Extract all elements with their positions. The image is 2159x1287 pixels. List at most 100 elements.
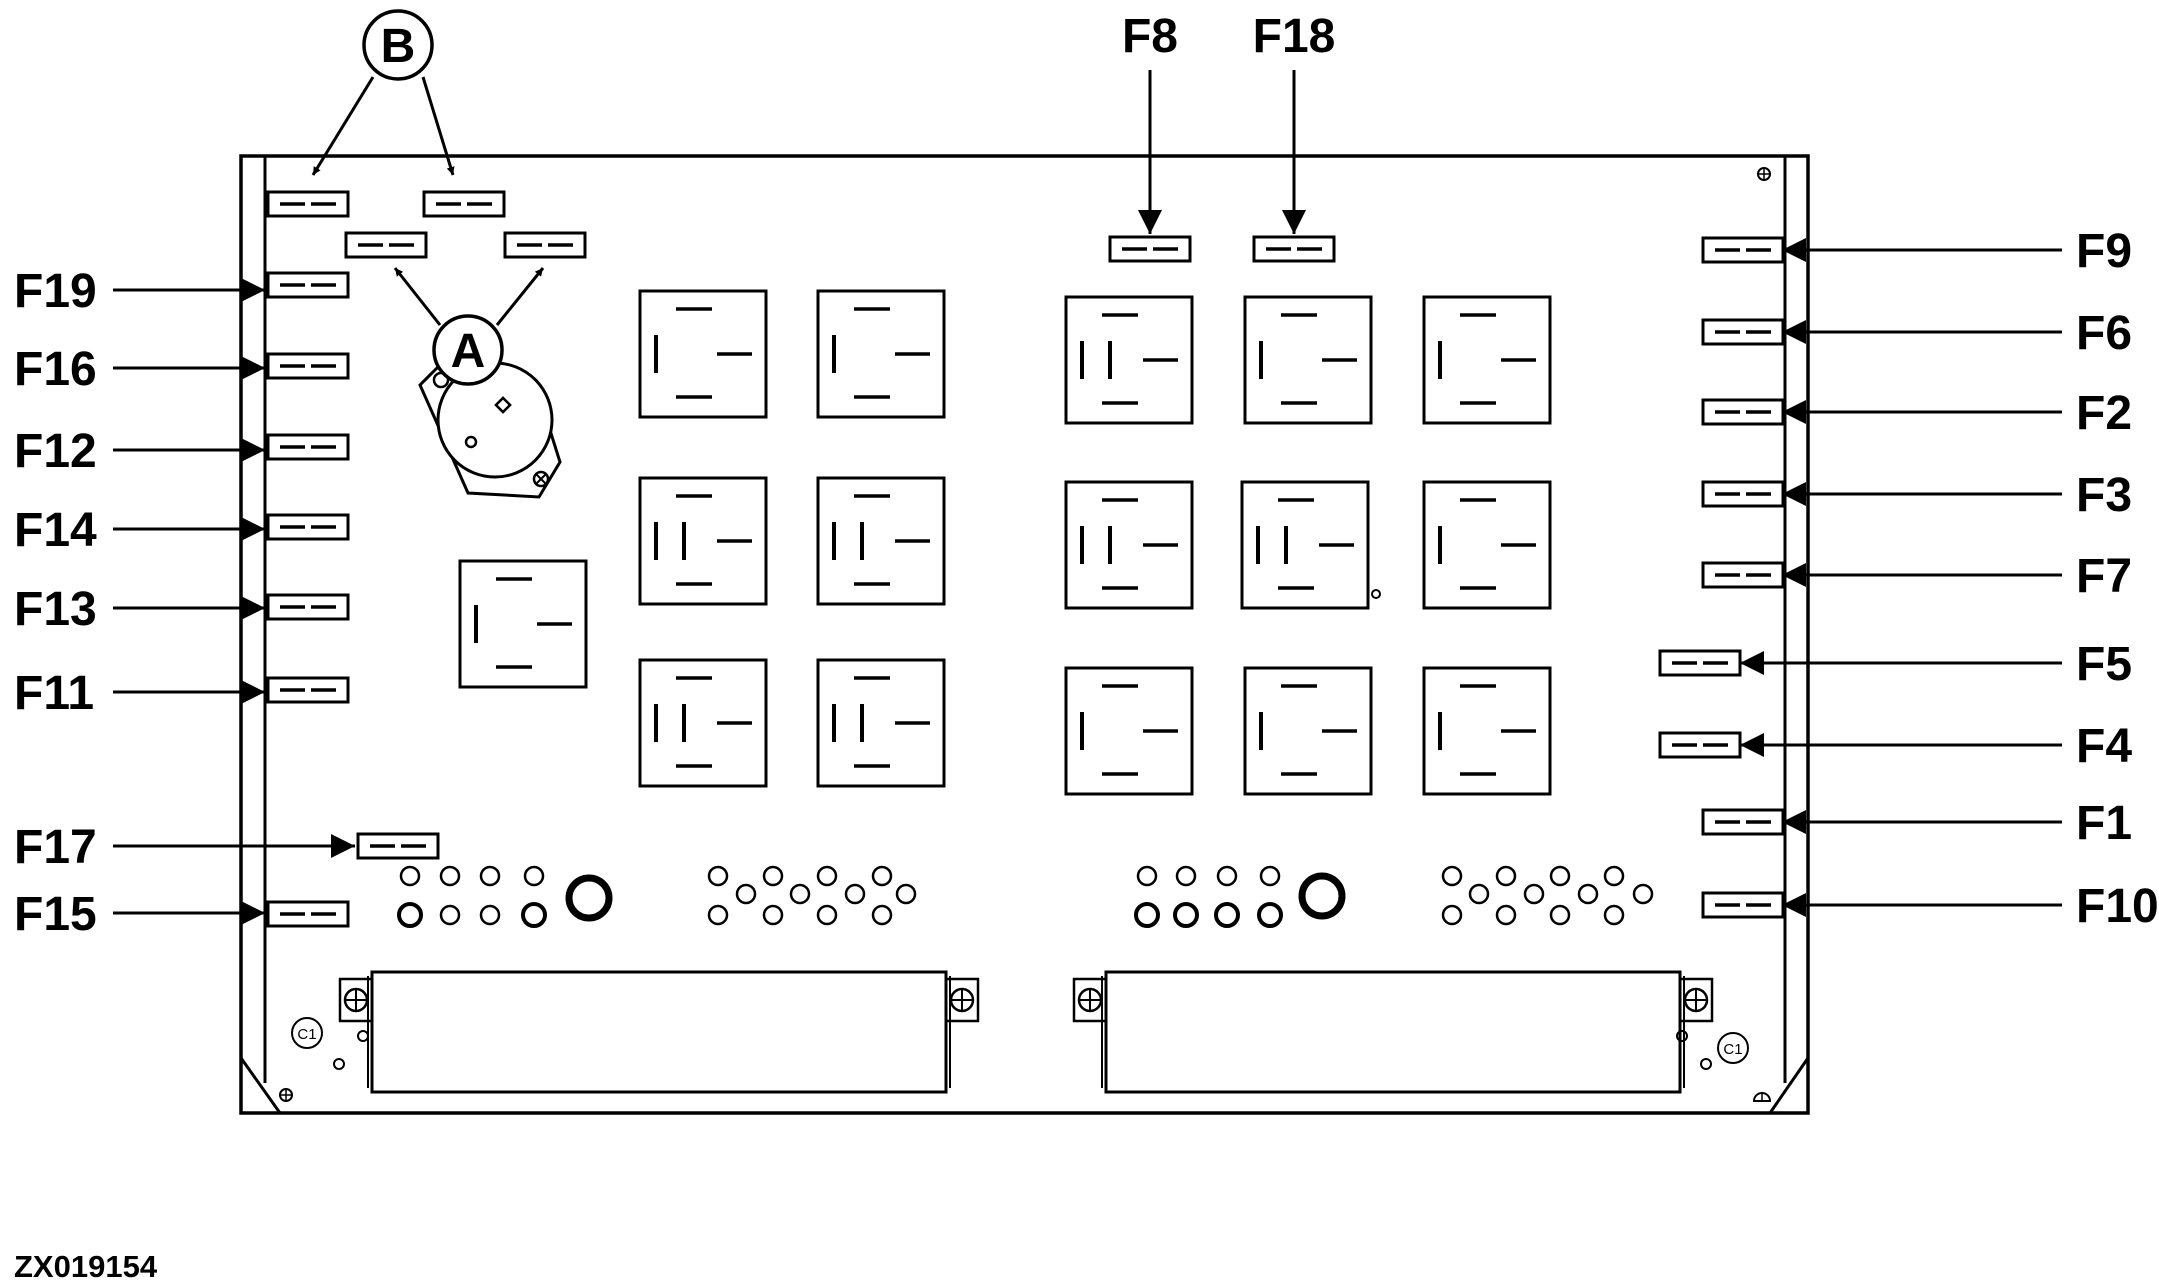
- fuse-label-text-f15: F15: [14, 888, 97, 941]
- fuse-label-text-f6: F6: [2076, 307, 2132, 360]
- connector-left: [338, 970, 980, 1094]
- connector-hole: [844, 883, 866, 905]
- connector-hole: [1175, 865, 1197, 887]
- relay-4: [638, 476, 768, 606]
- relay-16: [1422, 666, 1552, 796]
- relay-13: [1422, 480, 1552, 610]
- fuse-f19: [266, 271, 350, 299]
- connector-hole: [871, 865, 893, 887]
- fuse-f18: [1252, 235, 1336, 263]
- fuse-f17: [356, 832, 440, 860]
- fuse-label-text-f5: F5: [2076, 638, 2132, 691]
- relay-12: [1240, 480, 1370, 610]
- fuse-label-f16: F16: [14, 343, 265, 396]
- connector-hole: [1632, 883, 1654, 905]
- screw-icon: [343, 987, 369, 1013]
- fuse-label-f7: F7: [1782, 550, 2132, 603]
- connector-right: [1072, 970, 1714, 1094]
- screw-icon: [949, 987, 975, 1013]
- fuse-f5: [1658, 649, 1742, 677]
- relay-group: [458, 289, 1552, 796]
- connector-hole: [1257, 902, 1283, 928]
- connector-hole: [762, 904, 784, 926]
- callout-a-label: A: [451, 325, 486, 378]
- connector-hole: [1495, 865, 1517, 887]
- connector-hole: [816, 865, 838, 887]
- callout-b: B: [311, 9, 455, 176]
- fuse-f2: [1701, 398, 1785, 426]
- relay-2: [638, 289, 768, 419]
- screw-icon: [1683, 987, 1709, 1013]
- fuse-label-text-f1: F1: [2076, 797, 2132, 850]
- fuse-f8: [1108, 235, 1192, 263]
- fuse-label-f9: F9: [1782, 225, 2132, 278]
- connector-hole: [399, 865, 421, 887]
- relay-6: [638, 658, 768, 788]
- connector-hole: [816, 904, 838, 926]
- image-code: ZX019154: [14, 1249, 158, 1284]
- mounting-screws: [343, 987, 1709, 1013]
- connector-hole: [1441, 904, 1463, 926]
- fuse-label-text-f9: F9: [2076, 225, 2132, 278]
- connector-hole: [1577, 883, 1599, 905]
- fuse-label-f17: F17: [14, 821, 355, 874]
- connector-hole: [735, 883, 757, 905]
- relay-5: [816, 476, 946, 606]
- relay-1: [458, 559, 588, 689]
- connector-hole: [1259, 865, 1281, 887]
- connector-hole: [1549, 904, 1571, 926]
- fuse-label-f4: F4: [1740, 720, 2132, 773]
- fuse-label-f13: F13: [14, 583, 265, 636]
- fuse-label-text-f8: F8: [1122, 10, 1178, 63]
- fuse-f9: [1701, 236, 1785, 264]
- fuse-label-text-f7: F7: [2076, 550, 2132, 603]
- fuse-label-text-f10: F10: [2076, 880, 2159, 933]
- board-outline: [239, 154, 1810, 1115]
- fuse-label-f18: F18: [1253, 10, 1335, 234]
- fuse-b-left: [266, 190, 350, 218]
- c1-label-right: C1: [1723, 1041, 1742, 1058]
- fuse-group: [266, 190, 1785, 928]
- fuse-f10: [1701, 891, 1785, 919]
- fuse-label-f12: F12: [14, 425, 265, 478]
- connector-hole: [1523, 883, 1545, 905]
- fuse-label-text-f3: F3: [2076, 469, 2132, 522]
- connector-hole: [439, 904, 461, 926]
- connector-hole: [397, 902, 423, 928]
- connector-hole: [523, 865, 545, 887]
- fuse-label-f19: F19: [14, 265, 265, 318]
- fuse-label-f2: F2: [1782, 387, 2132, 440]
- fuse-f1: [1701, 808, 1785, 836]
- fuse-f12: [266, 433, 350, 461]
- fuse-label-text-f17: F17: [14, 821, 97, 874]
- fuse-label-f11: F11: [14, 667, 265, 720]
- relay-8: [1064, 295, 1194, 425]
- connector-hole: [1549, 865, 1571, 887]
- fuse-f15: [266, 900, 350, 928]
- fuse-f11: [266, 676, 350, 704]
- fuse-label-text-f16: F16: [14, 343, 97, 396]
- relay-10: [1422, 295, 1552, 425]
- connector-hole: [707, 904, 729, 926]
- board-marks: C1 C1: [279, 167, 1772, 1102]
- relay-7: [816, 658, 946, 788]
- relay-3: [816, 289, 946, 419]
- fuse-label-text-f12: F12: [14, 425, 97, 478]
- c1-label-left: C1: [297, 1026, 316, 1043]
- fuse-label-f15: F15: [14, 888, 265, 941]
- fuse-label-f6: F6: [1782, 307, 2132, 360]
- transistor: [418, 350, 562, 499]
- fuse-label-text-f13: F13: [14, 583, 97, 636]
- connector-hole: [521, 902, 547, 928]
- connector-hole: [1134, 902, 1160, 928]
- connector-hole: [439, 865, 461, 887]
- fuse-f14: [266, 513, 350, 541]
- connector-hole: [565, 874, 613, 922]
- fuse-label-text-f14: F14: [14, 504, 97, 557]
- connector-holes: [397, 865, 1654, 928]
- fuse-a-right: [503, 231, 587, 259]
- connector-hole: [1603, 865, 1625, 887]
- fuse-f4: [1658, 731, 1742, 759]
- screw-icon: [1077, 987, 1103, 1013]
- connector-hole: [1603, 904, 1625, 926]
